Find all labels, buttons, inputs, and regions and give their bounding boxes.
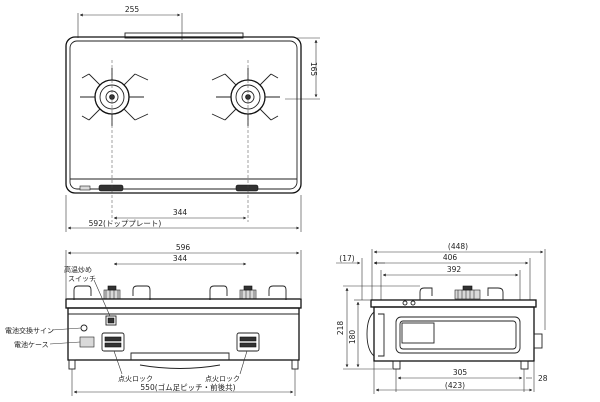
front-right-foot	[291, 359, 299, 370]
dim-28-label: 28	[538, 374, 548, 383]
label-high-temp-line2: スイッチ	[68, 275, 96, 283]
side-grill-window	[395, 316, 521, 354]
label-battery-sign: 電池交換サイン	[5, 326, 54, 335]
front-right-trivet	[209, 285, 287, 300]
dimension-596: 596	[65, 243, 302, 298]
dimension-180: 180	[348, 299, 370, 368]
label-battery-case: 電池ケース	[14, 340, 49, 349]
dim-406-label: 406	[443, 253, 458, 262]
dimension-344-front: 344	[113, 254, 247, 266]
label-ignition-lock-left: 点火ロック	[118, 375, 153, 383]
top-plate-inner	[69, 40, 298, 190]
front-body	[67, 307, 300, 361]
top-left-knob	[98, 184, 124, 192]
dim-305-label: 305	[453, 368, 468, 377]
dim-592-label: 592(トッププレート)	[89, 219, 162, 228]
side-rear-foot	[520, 360, 529, 370]
top-right-knob	[235, 184, 259, 192]
top-back-strip	[124, 32, 244, 39]
dim-255-label: 255	[125, 5, 140, 14]
dim-550-label: 550(ゴム足ピッチ・前後共)	[140, 382, 235, 392]
side-front-foot	[392, 360, 401, 370]
dimension-344-top: 344	[113, 208, 247, 220]
dimension-392: 392	[380, 265, 521, 300]
battery-sign	[80, 324, 88, 332]
dim-165-label: 165	[309, 62, 318, 77]
top-view: 255 165	[65, 5, 320, 232]
dimension-17: (17)	[336, 254, 385, 300]
side-top-plate	[370, 299, 537, 308]
front-right-knob	[236, 332, 260, 352]
dimension-406: 406	[373, 253, 531, 300]
dim-596-label: 596	[176, 243, 191, 252]
dimension-592: 592(トッププレート)	[65, 195, 302, 232]
label-high-temp-line1: 高温炒め	[64, 265, 92, 274]
dimension-305: 305	[395, 368, 525, 392]
front-left-trivet	[73, 285, 151, 300]
dim-344-front-label: 344	[173, 254, 188, 263]
side-rear-outlet	[533, 333, 543, 349]
front-top-plate	[65, 298, 302, 309]
dimension-423: (423)	[373, 361, 533, 394]
battery-case	[79, 336, 95, 348]
dim-392-label: 392	[447, 265, 462, 274]
dimension-165: 165	[285, 37, 320, 100]
dimension-218: 218	[336, 285, 420, 370]
dim-180-label: 180	[348, 330, 357, 345]
top-plate-outline	[65, 36, 302, 194]
dim-344-top-label: 344	[173, 208, 188, 217]
front-view: 596 344	[5, 243, 302, 396]
top-left-burner	[80, 68, 149, 126]
dimension-550: 550(ゴム足ピッチ・前後共)	[71, 369, 296, 396]
front-left-foot	[68, 359, 76, 370]
top-battery-case	[79, 185, 91, 191]
dim-423-label: (423)	[445, 381, 465, 390]
top-right-burner	[211, 68, 280, 126]
dim-17-label: (17)	[339, 254, 354, 263]
side-view: (448) (17) 406 392	[336, 242, 548, 394]
label-ignition-lock-right: 点火ロック	[205, 375, 240, 383]
dimension-255: 255	[77, 5, 183, 40]
dimension-448: (448)	[371, 242, 546, 330]
dim-218-label: 218	[336, 321, 345, 336]
dim-448-label: (448)	[448, 242, 468, 251]
front-left-knob	[101, 332, 125, 352]
dimension-28: 28	[526, 361, 548, 392]
